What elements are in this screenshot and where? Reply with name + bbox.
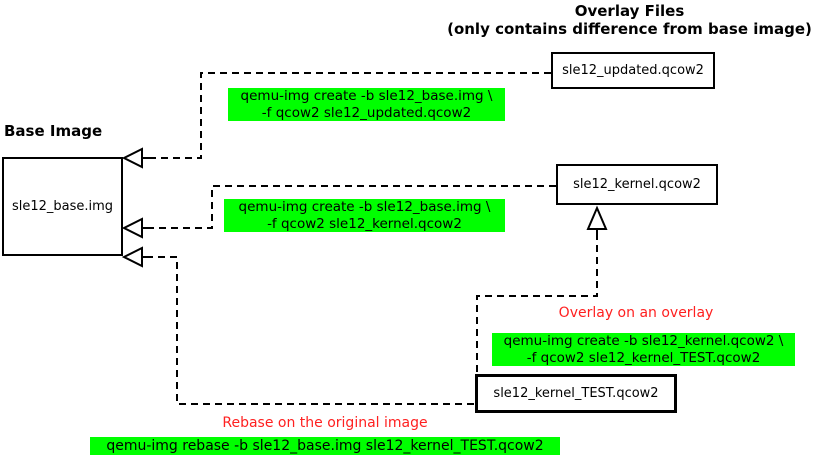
node-base-image-label: sle12_base.img [11,199,114,214]
arrowhead-left-icon [121,246,143,268]
connector-test-to-kernel [476,237,598,372]
connector-kernel-to-base [152,185,556,229]
command-create-updated: qemu-img create -b sle12_base.img \ -f q… [228,88,505,121]
diagram-title-line1: Overlay Files [574,2,685,20]
connector-test-to-base [152,256,474,405]
command-create-kernel-line2: -f qcow2 sle12_kernel.qcow2 [267,215,462,232]
node-sle12-updated: sle12_updated.qcow2 [551,52,715,89]
node-sle12-updated-label: sle12_updated.qcow2 [562,63,704,78]
arrowhead-left-icon [121,147,143,169]
arrowhead-up-icon [586,205,608,230]
arrowhead-left-icon [121,217,143,239]
connector-updated-to-base [152,72,551,159]
command-create-kernel-test-line1: qemu-img create -b sle12_kernel.qcow2 \ [503,333,784,349]
node-sle12-kernel-test-label: sle12_kernel_TEST.qcow2 [493,386,659,401]
diagram-title: Overlay Files (only contains difference … [430,2,829,38]
command-rebase: qemu-img rebase -b sle12_base.img sle12_… [90,437,560,455]
command-rebase-line1: qemu-img rebase -b sle12_base.img sle12_… [106,438,544,454]
command-create-updated-line2: -f qcow2 sle12_updated.qcow2 [261,104,472,121]
command-create-kernel: qemu-img create -b sle12_base.img \ -f q… [224,199,505,232]
command-create-updated-line1: qemu-img create -b sle12_base.img \ [240,88,493,104]
node-sle12-kernel: sle12_kernel.qcow2 [556,164,718,205]
node-sle12-kernel-label: sle12_kernel.qcow2 [573,177,701,192]
diagram-title-line2: (only contains difference from base imag… [447,20,812,38]
node-base-image: sle12_base.img [2,157,123,256]
base-image-heading: Base Image [4,122,103,140]
command-create-kernel-line1: qemu-img create -b sle12_base.img \ [238,199,491,215]
command-create-kernel-test: qemu-img create -b sle12_kernel.qcow2 \ … [492,333,795,366]
annotation-rebase-note: Rebase on the original image [222,415,428,431]
annotation-overlay-on-overlay: Overlay on an overlay [558,305,714,321]
node-sle12-kernel-test: sle12_kernel_TEST.qcow2 [475,374,677,413]
command-create-kernel-test-line2: -f qcow2 sle12_kernel_TEST.qcow2 [526,349,761,366]
